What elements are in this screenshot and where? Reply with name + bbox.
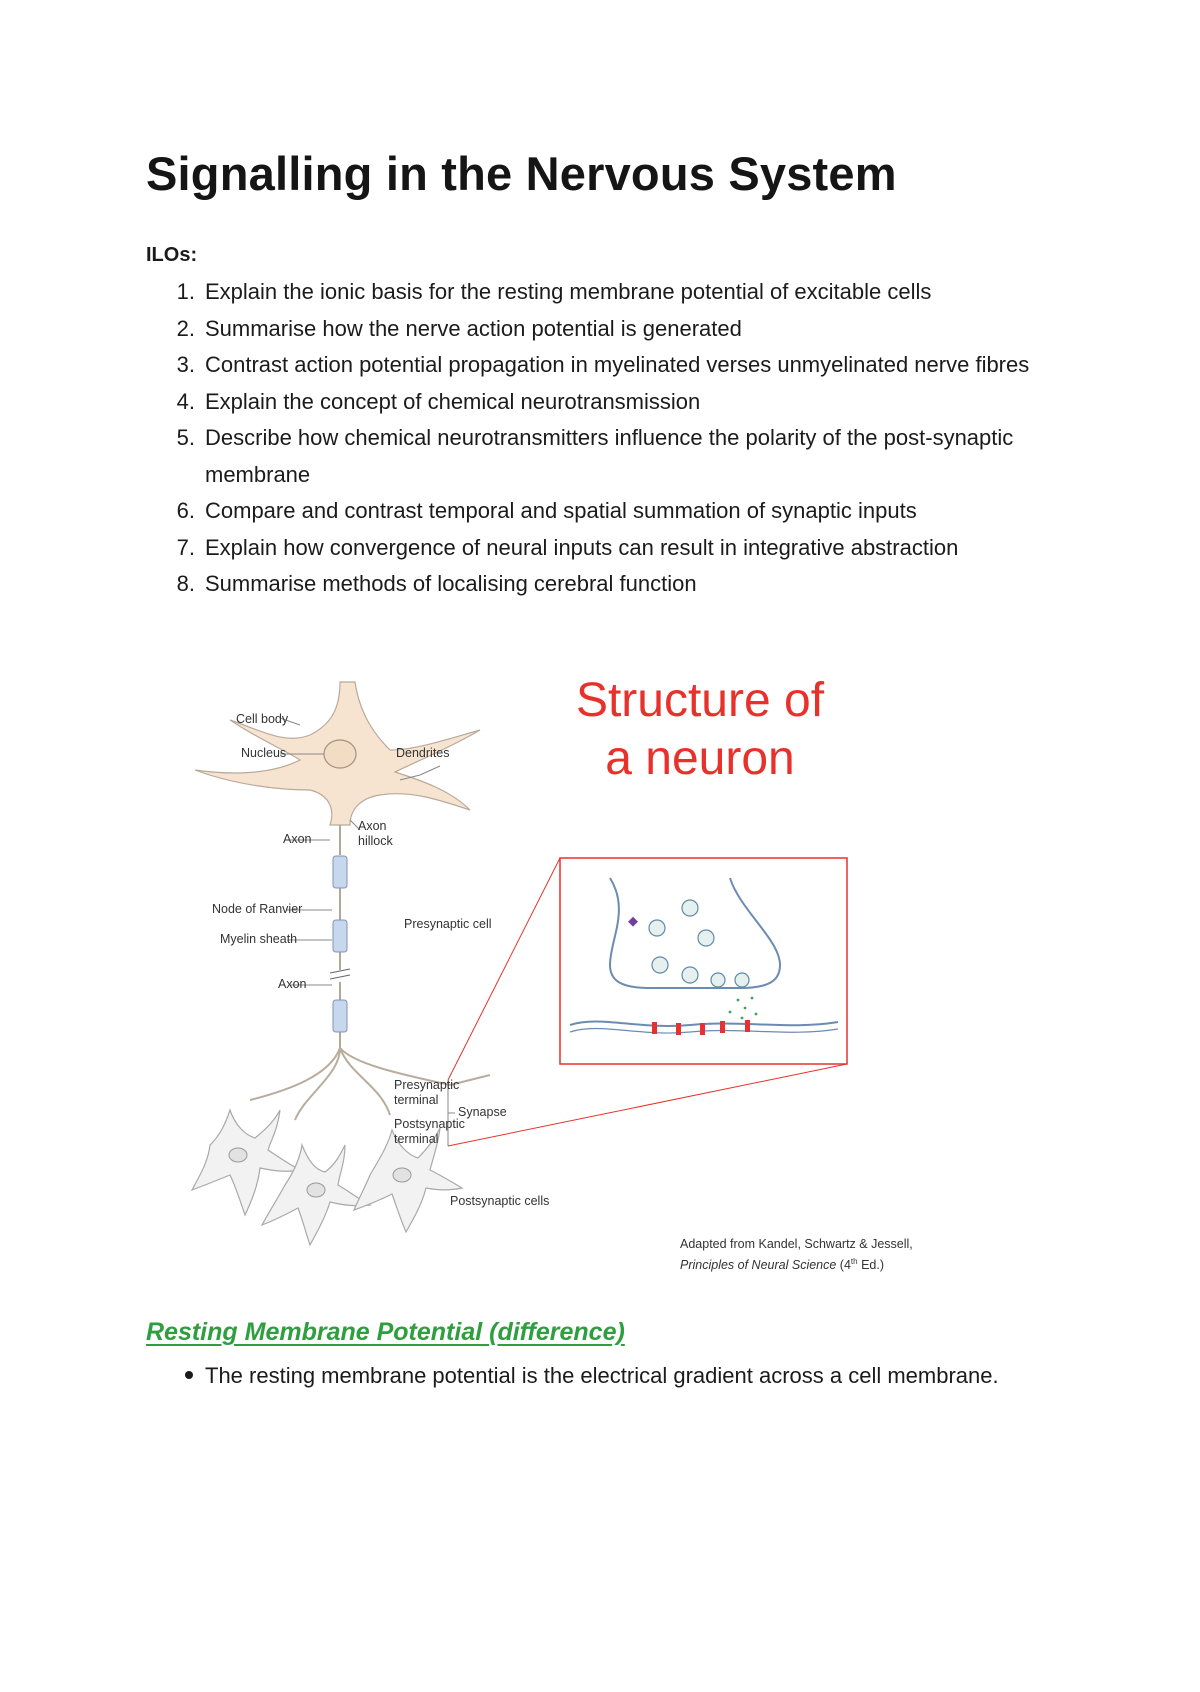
credit-book-title: Principles of Neural Science: [680, 1258, 837, 1273]
figure-title-line: Structure of: [575, 674, 825, 727]
label-presynaptic-terminal: Presynaptic: [394, 1078, 460, 1092]
list-item: 2. Summarise how the nerve action potenti…: [146, 311, 1046, 348]
figure-title-line: a neuron: [605, 732, 795, 785]
page-title: Signalling in the Nervous System: [146, 147, 897, 200]
label-postsynaptic-terminal: Postsynaptic: [394, 1117, 465, 1131]
label-axon-hillock: hillock: [358, 834, 393, 848]
list-item: 3. Contrast action potential propagation …: [146, 347, 1046, 384]
credit-edition: Ed.): [857, 1258, 884, 1273]
label-postsynaptic-terminal: terminal: [394, 1132, 439, 1146]
label-synapse: Synapse: [458, 1105, 507, 1119]
ilo-list: 1. Explain the ionic basis for the restin…: [146, 274, 1046, 603]
list-number: 8.: [176, 571, 195, 596]
synapse-inset: [447, 857, 848, 1147]
list-item: 7. Explain how convergence of neural inpu…: [146, 530, 1046, 567]
neuron-figure: Structure of a neuron Cell body Nucleus …: [190, 674, 970, 1272]
list-number: 5.: [176, 425, 195, 450]
list-item: 6. Compare and contrast temporal and spat…: [146, 493, 1046, 530]
label-axon-lower: Axon: [278, 977, 307, 991]
label-axon: Axon: [283, 832, 312, 846]
channel-mark: [628, 916, 638, 927]
label-presynaptic-terminal: terminal: [394, 1093, 439, 1107]
label-dendrites: Dendrites: [396, 746, 450, 760]
list-item-text: Contrast action potential propagation in…: [205, 352, 1030, 377]
axon-break-mark: [329, 968, 351, 980]
label-presynaptic-cell: Presynaptic cell: [404, 917, 492, 931]
credit-edition-sup: th: [850, 1257, 858, 1266]
list-number: 4.: [176, 388, 195, 414]
list-number: 6.: [176, 498, 195, 523]
list-item-text: Summarise methods of localising cerebral…: [205, 571, 697, 596]
figure-credit: Adapted from Kandel, Schwartz & Jessell,…: [680, 1235, 913, 1274]
credit-line: Adapted from Kandel, Schwartz & Jessell,: [680, 1237, 913, 1251]
nucleus-shape: [323, 739, 357, 769]
label-axon-hillock: Axon: [358, 819, 387, 833]
list-number: 3.: [176, 352, 195, 377]
synaptic-vesicles: [648, 899, 750, 988]
myelin-sheath-shape: [332, 855, 348, 1033]
receptor-marks: [652, 1020, 750, 1035]
label-myelin-sheath: Myelin sheath: [220, 932, 298, 946]
list-item-text: Explain how convergence of neural inputs…: [205, 534, 959, 560]
label-postsynaptic-cells: Postsynaptic cells: [450, 1194, 550, 1208]
list-item-text: Explain the ionic basis for the resting …: [205, 279, 932, 304]
label-nucleus: Nucleus: [241, 746, 287, 760]
credit-edition: (4: [836, 1258, 851, 1273]
list-number: 7.: [176, 534, 195, 560]
neuron-diagram: [190, 681, 848, 1247]
list-item: 4. Explain the concept of chemical neurot…: [146, 384, 1046, 421]
label-leader-lines: [279, 717, 455, 1146]
axon-terminal-branches: [249, 1047, 491, 1121]
list-item: 8. Summarise methods of localising cerebr…: [146, 566, 1046, 603]
label-cell-body: Cell body: [236, 712, 289, 726]
neurotransmitter-particles: [728, 996, 758, 1020]
bullet-icon: [146, 1357, 205, 1394]
section-heading: Resting Membrane Potential (difference): [146, 1318, 625, 1346]
ilos-label: ILOs:: [146, 244, 198, 266]
list-item-text: The resting membrane potential is the el…: [205, 1363, 999, 1388]
label-node-of-ranvier: Node of Ranvier: [212, 902, 303, 916]
list-item-text: Compare and contrast temporal and spatia…: [205, 498, 917, 523]
credit-line: Principles of Neural Science (4th Ed.): [680, 1253, 913, 1274]
list-item-text: Describe how chemical neurotransmitters …: [205, 425, 1014, 487]
bullet-list: The resting membrane potential is the el…: [146, 1357, 1026, 1394]
list-item: 1. Explain the ionic basis for the restin…: [146, 274, 1046, 311]
list-number: 1.: [176, 279, 195, 304]
list-item-text: Summarise how the nerve action potential…: [205, 315, 742, 341]
list-number: 2.: [176, 315, 195, 341]
list-item-text: Explain the concept of chemical neurotra…: [205, 388, 701, 414]
list-item: The resting membrane potential is the el…: [146, 1357, 1026, 1394]
figure-title: Structure of a neuron: [540, 672, 860, 788]
list-item: 5. Describe how chemical neurotransmitter…: [146, 420, 1046, 493]
